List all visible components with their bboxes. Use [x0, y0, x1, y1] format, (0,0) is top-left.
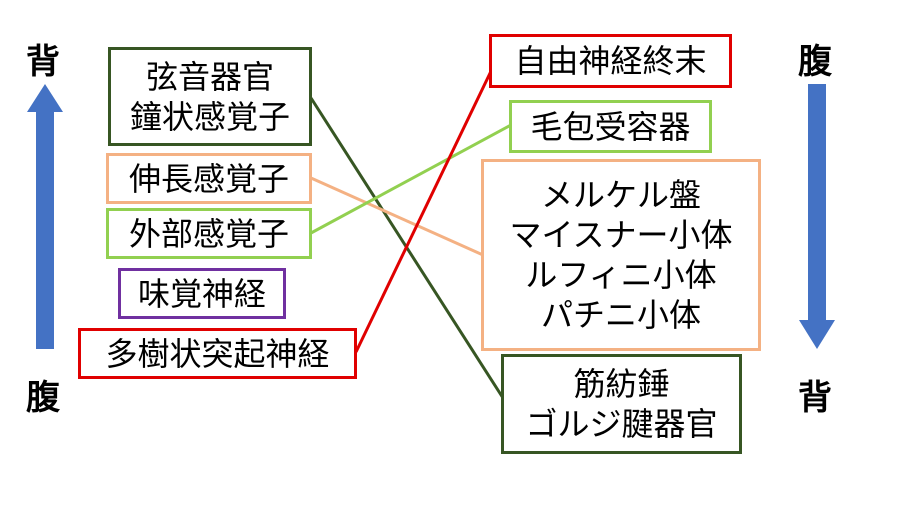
- right-arrow-shaft: [808, 84, 826, 321]
- box-chordotonal-organ: 弦音器官 鐘状感覚子: [108, 47, 312, 146]
- right-top-label: 腹: [798, 42, 832, 82]
- left-arrow-up: [27, 84, 63, 349]
- box-gustatory-nerve: 味覚神経: [118, 268, 286, 319]
- link-external-to-hair-follicle: [310, 123, 512, 235]
- left-bottom-label: 腹: [26, 378, 60, 418]
- box-multidendritic-nerve: 多樹状突起神経: [78, 328, 357, 379]
- box-hair-follicle-receptor: 毛包受容器: [509, 100, 712, 153]
- box-line: 外部感覚子: [128, 214, 289, 253]
- box-proprioceptors: 筋紡錘 ゴルジ腱器官: [501, 354, 742, 454]
- right-arrow-head: [799, 320, 835, 349]
- box-line: 弦音器官: [145, 57, 274, 96]
- box-line: 鐘状感覚子: [129, 97, 290, 136]
- box-external-sensillum: 外部感覚子: [106, 208, 312, 259]
- link-multidendritic-to-free-nerve: [354, 66, 495, 353]
- box-free-nerve-ending: 自由神経終末: [489, 34, 732, 88]
- box-line: ゴルジ腱器官: [525, 405, 718, 443]
- left-arrow-head: [27, 84, 63, 112]
- box-line: 多樹状突起神経: [105, 334, 330, 373]
- left-top-label: 背: [26, 42, 60, 82]
- box-line: 味覚神経: [137, 274, 266, 313]
- box-line: メルケル盤: [540, 176, 701, 214]
- box-line: 伸長感覚子: [128, 159, 289, 198]
- box-line: 自由神経終末: [514, 42, 707, 80]
- box-cutaneous-mechanoreceptors: メルケル盤 マイスナー小体 ルフィニ小体 パチニ小体: [481, 159, 761, 351]
- box-line: パチニ小体: [540, 296, 701, 334]
- right-arrow-down: [799, 84, 835, 349]
- left-arrow-shaft: [36, 111, 54, 349]
- box-line: 筋紡錘: [573, 365, 670, 403]
- link-stretch-to-mechanoreceptors: [310, 176, 484, 257]
- box-line: 毛包受容器: [530, 107, 691, 146]
- box-line: マイスナー小体: [509, 216, 733, 254]
- box-line: ルフィニ小体: [525, 256, 717, 294]
- right-bottom-label: 背: [798, 378, 832, 418]
- box-stretch-sensillum: 伸長感覚子: [106, 153, 312, 204]
